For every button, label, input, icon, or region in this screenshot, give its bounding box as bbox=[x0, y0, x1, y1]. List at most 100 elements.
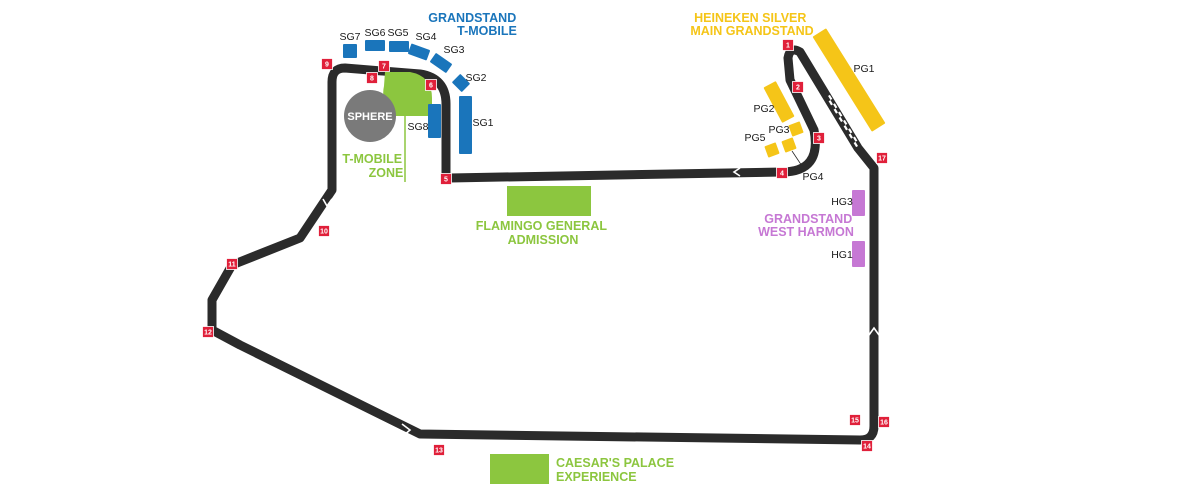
direction-arrow-icon bbox=[868, 326, 880, 336]
stand-pg2[interactable] bbox=[763, 81, 795, 123]
checkered-square bbox=[833, 108, 838, 114]
turn-marker-4: 4 bbox=[776, 167, 788, 179]
turn-number: 15 bbox=[851, 418, 859, 425]
turn-marker-box bbox=[878, 416, 890, 428]
checkered-square bbox=[838, 116, 843, 123]
checkered-square bbox=[840, 115, 845, 121]
checkered-square bbox=[835, 107, 840, 113]
stand-sg4[interactable] bbox=[408, 43, 431, 61]
checkered-square bbox=[841, 121, 846, 127]
stand-sg5[interactable] bbox=[389, 41, 409, 52]
turn-marker-10: 10 bbox=[318, 225, 330, 237]
tmobile-zone-title-line1: T-MOBILE bbox=[342, 152, 402, 166]
turn-marker-16: 16 bbox=[878, 416, 890, 428]
direction-arrow-icon bbox=[401, 423, 412, 437]
stand-sg1[interactable] bbox=[459, 96, 472, 154]
stand-hg3[interactable] bbox=[852, 190, 865, 216]
stand-sg7-label: SG7 bbox=[339, 31, 360, 43]
checkered-square bbox=[828, 100, 833, 106]
turn-marker-11: 11 bbox=[226, 258, 238, 270]
stand-sg6[interactable] bbox=[365, 40, 385, 51]
sphere-label: SPHERE bbox=[347, 111, 392, 123]
direction-arrows bbox=[322, 167, 880, 437]
turn-marker-17: 17 bbox=[876, 152, 888, 164]
turn-number: 9 bbox=[325, 62, 329, 69]
turn-marker-box bbox=[813, 132, 825, 144]
turn-marker-box bbox=[202, 326, 214, 338]
turn-marker-box bbox=[378, 60, 390, 72]
stand-sg8-label: SG8 bbox=[407, 121, 428, 133]
turn-marker-1: 1 bbox=[782, 39, 794, 51]
checkered-square bbox=[845, 124, 850, 130]
flamingo-ga-title-line2: ADMISSION bbox=[508, 233, 579, 247]
turn-number: 4 bbox=[780, 171, 784, 178]
turn-number: 8 bbox=[370, 76, 374, 83]
turn-marker-box bbox=[433, 444, 445, 456]
turn-number: 6 bbox=[429, 83, 433, 90]
stand-pg5-label: PG5 bbox=[744, 132, 765, 144]
checkered-square bbox=[846, 129, 851, 135]
turn-marker-2: 2 bbox=[792, 81, 804, 93]
tmobile-zone-title-line2: ZONE bbox=[369, 166, 404, 180]
caesars-palace-area[interactable] bbox=[490, 454, 549, 484]
heineken-grandstand-title-line2: MAIN GRANDSTAND bbox=[690, 24, 813, 38]
flamingo-ga-area[interactable] bbox=[507, 186, 591, 216]
pg4-leader bbox=[791, 150, 803, 167]
turn-number: 16 bbox=[880, 420, 888, 427]
checkered-square bbox=[836, 112, 841, 118]
turn-number: 7 bbox=[382, 64, 386, 71]
stand-sg7[interactable] bbox=[343, 44, 357, 58]
stand-pg1-label: PG1 bbox=[853, 63, 874, 75]
stand-pg3[interactable] bbox=[788, 121, 804, 137]
tmobile-grandstand-title-line2: T-MOBILE bbox=[457, 24, 517, 38]
heineken-grandstand-title: HEINEKEN SILVER MAIN GRANDSTAND bbox=[690, 11, 813, 38]
checkered-square bbox=[833, 103, 838, 109]
turn-marker-13: 13 bbox=[433, 444, 445, 456]
checkered-square bbox=[848, 133, 853, 139]
checkered-square bbox=[843, 119, 848, 126]
turn-marker-box bbox=[792, 81, 804, 93]
turn-marker-box bbox=[318, 225, 330, 237]
stand-sg3[interactable] bbox=[430, 53, 453, 73]
turn-number: 12 bbox=[204, 330, 212, 337]
checkered-square bbox=[838, 111, 843, 117]
caesars-palace-title: CAESAR'S PALACE EXPERIENCE bbox=[556, 456, 678, 484]
checkered-square bbox=[851, 137, 856, 143]
flamingo-ga-title: FLAMINGO GENERAL ADMISSION bbox=[476, 219, 611, 247]
stand-hg1[interactable] bbox=[852, 241, 865, 267]
turn-marker-15: 15 bbox=[849, 414, 861, 426]
turn-marker-box bbox=[226, 258, 238, 270]
stand-sg5-label: SG5 bbox=[387, 27, 408, 39]
turn-marker-box bbox=[440, 173, 452, 185]
flamingo-ga-title-line1: FLAMINGO GENERAL bbox=[476, 219, 608, 233]
stand-sg8[interactable] bbox=[428, 104, 441, 138]
tmobile-grandstand-title: GRANDSTAND T-MOBILE bbox=[428, 11, 519, 38]
stand-sg1-label: SG1 bbox=[472, 117, 493, 129]
stand-pg2-label: PG2 bbox=[753, 103, 774, 115]
stand-hg1-label: HG1 bbox=[831, 249, 853, 261]
stand-sg2[interactable] bbox=[452, 74, 470, 92]
checkered-square bbox=[830, 99, 835, 105]
checkered-square bbox=[853, 136, 858, 142]
turn-number: 11 bbox=[228, 262, 236, 269]
direction-arrow-icon bbox=[732, 167, 741, 177]
turn-number: 3 bbox=[817, 136, 821, 143]
heineken-grandstand-title-line1: HEINEKEN SILVER bbox=[694, 11, 806, 25]
turn-marker-14: 14 bbox=[861, 440, 873, 452]
stand-pg5[interactable] bbox=[764, 142, 780, 158]
checkered-square bbox=[848, 128, 853, 134]
turn-marker-box bbox=[321, 58, 333, 70]
stand-sg3-label: SG3 bbox=[443, 44, 464, 56]
turn-marker-box bbox=[425, 79, 437, 91]
turn-marker-box bbox=[876, 152, 888, 164]
turn-number: 2 bbox=[796, 85, 800, 92]
turn-marker-3: 3 bbox=[813, 132, 825, 144]
stand-pg1[interactable] bbox=[812, 28, 886, 132]
stand-pg4[interactable] bbox=[781, 137, 797, 153]
turn-number: 1 bbox=[786, 43, 790, 50]
checkered-square bbox=[855, 140, 860, 146]
checkered-square bbox=[843, 125, 848, 131]
caesars-palace-title-line1: CAESAR'S PALACE bbox=[556, 456, 674, 470]
turn-marker-9: 9 bbox=[321, 58, 333, 70]
